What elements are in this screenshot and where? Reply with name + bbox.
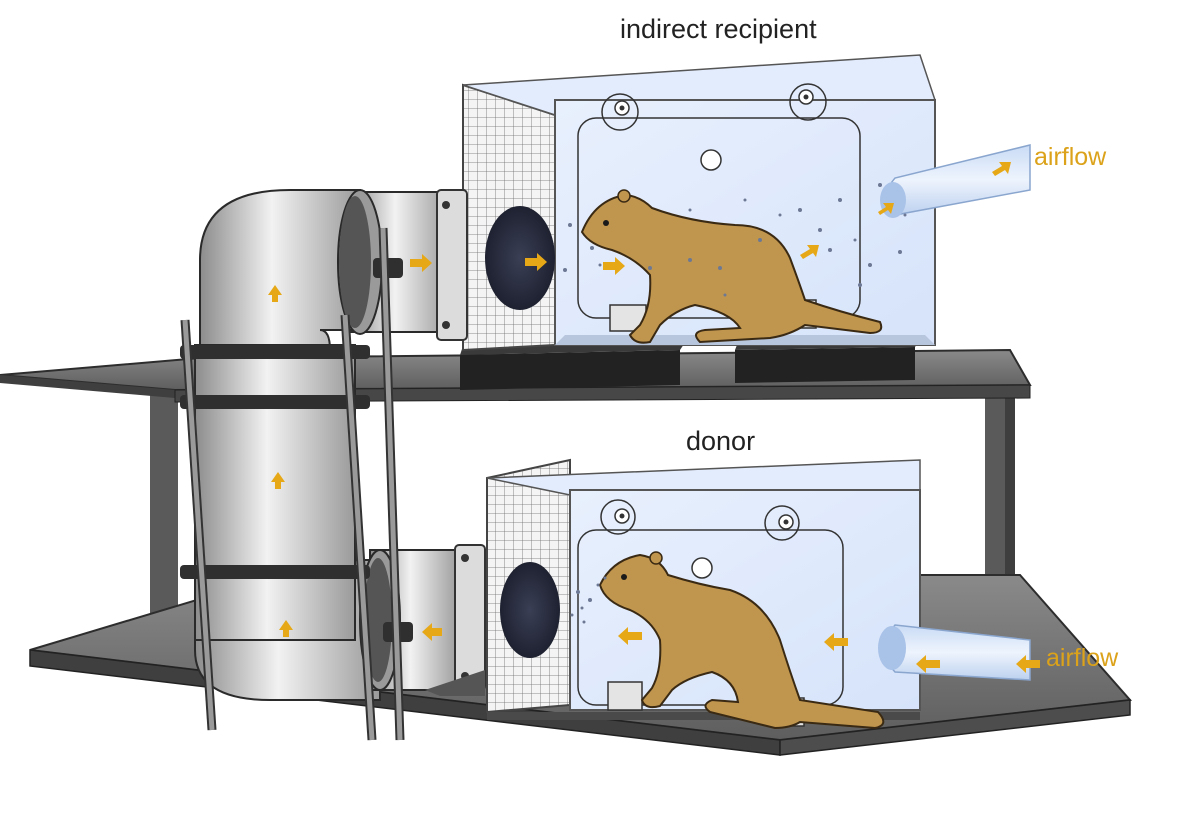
airflow-tube-top [880,144,1031,218]
ferret-recipient [580,189,883,344]
aerosol-particles-bottom [570,576,607,624]
label-airflow-bottom: airflow [1046,644,1119,672]
airflow-arrows-bottom [422,623,1040,673]
label-indirect-recipient: indirect recipient [620,14,817,44]
label-airflow-top: airflow [1034,143,1107,171]
ferret-donor [598,551,885,730]
air-duct [180,189,461,741]
duct-arrows [268,285,293,637]
aerosol-particles-top [563,183,907,297]
label-donor: donor [686,426,756,456]
airflow-arrows-top [410,162,1011,275]
upper-shelf-legs [150,385,1015,695]
